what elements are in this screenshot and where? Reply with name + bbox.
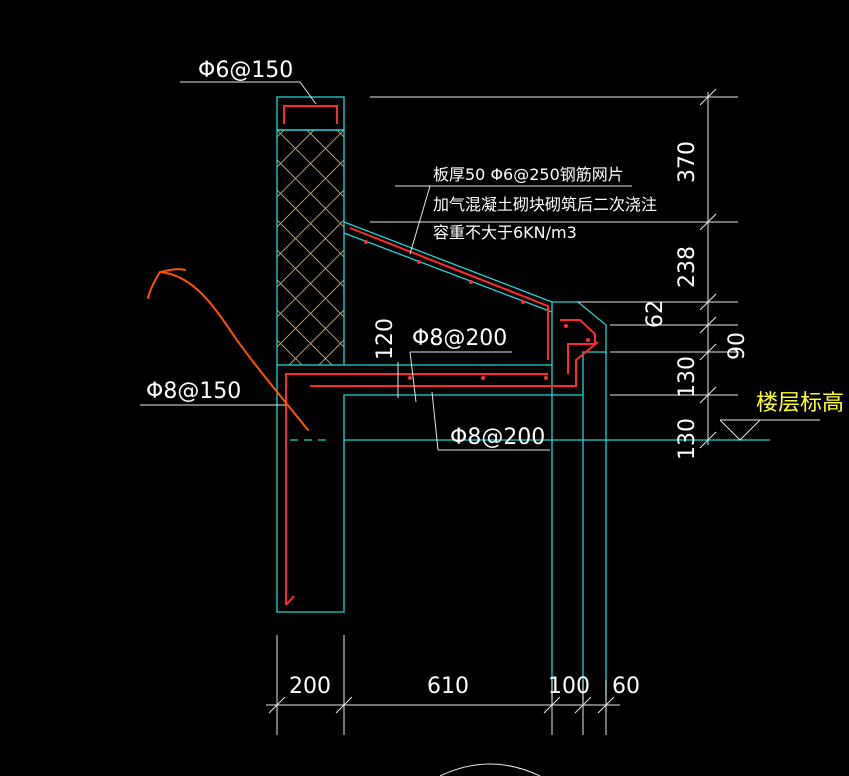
label-slab-top-rebar: Φ8@200	[412, 326, 507, 351]
dim-238: 238	[675, 246, 700, 288]
label-slab-thickness: 120	[373, 318, 398, 360]
dim-62: 62	[643, 300, 668, 328]
dim-200: 200	[289, 674, 331, 699]
dim-610: 610	[427, 674, 469, 699]
horizontal-dimensions	[266, 635, 620, 776]
note-line-1: 板厚50 Φ6@250钢筋网片	[433, 165, 624, 184]
dim-90: 90	[725, 332, 750, 360]
note-line-3: 容重不大于6KN/m3	[433, 223, 577, 242]
freehand-arrow-annotation	[147, 268, 309, 431]
dim-130-upper: 130	[675, 356, 700, 398]
rebar	[283, 105, 599, 606]
label-slab-bottom-rebar: Φ8@200	[450, 425, 545, 450]
label-top-rebar: Φ6@150	[198, 58, 293, 83]
dim-100: 100	[548, 674, 590, 699]
vertical-dimensions	[370, 88, 820, 449]
label-wall-rebar: Φ8@150	[146, 379, 241, 404]
dim-60: 60	[612, 674, 640, 699]
concrete-outline	[276, 96, 770, 700]
note-line-2: 加气混凝土砌块砌筑后二次浇注	[433, 195, 657, 214]
leaders	[140, 81, 632, 451]
dim-130-lower: 130	[675, 418, 700, 460]
label-floor-level: 楼层标高	[756, 391, 844, 416]
dim-370: 370	[675, 141, 700, 183]
masonry-hatch	[277, 130, 344, 365]
